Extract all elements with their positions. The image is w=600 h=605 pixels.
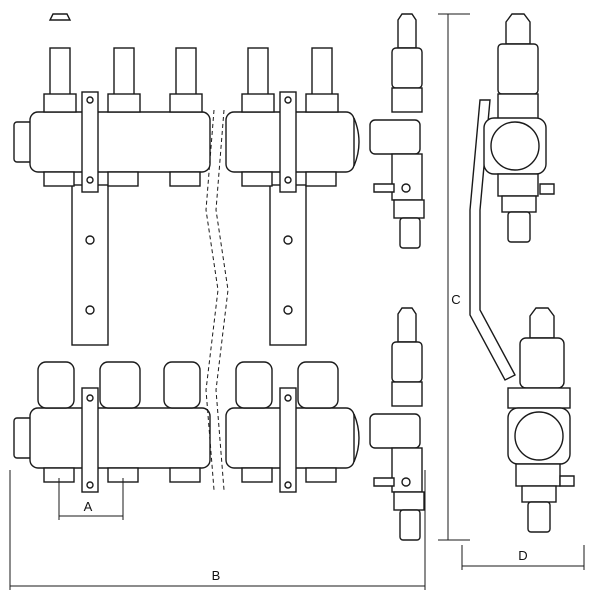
flow-meter-row	[43, 13, 339, 113]
side-view	[469, 13, 575, 533]
dimension-label-d: D	[518, 548, 527, 563]
left-bracket-rail	[71, 184, 109, 346]
dimension-lines	[9, 13, 585, 590]
bottom-manifold-bar	[13, 407, 360, 469]
dimension-label-a: A	[84, 499, 93, 514]
front-view	[13, 13, 360, 493]
break-lines	[205, 109, 229, 491]
top-manifold-bar	[13, 111, 360, 173]
dimension-label-b: B	[212, 568, 221, 583]
right-bracket-rail	[269, 184, 307, 346]
end-fittings	[369, 13, 425, 541]
top-outlets	[43, 171, 337, 187]
dimension-label-c: C	[451, 292, 460, 307]
valve-cap-row	[37, 361, 339, 409]
